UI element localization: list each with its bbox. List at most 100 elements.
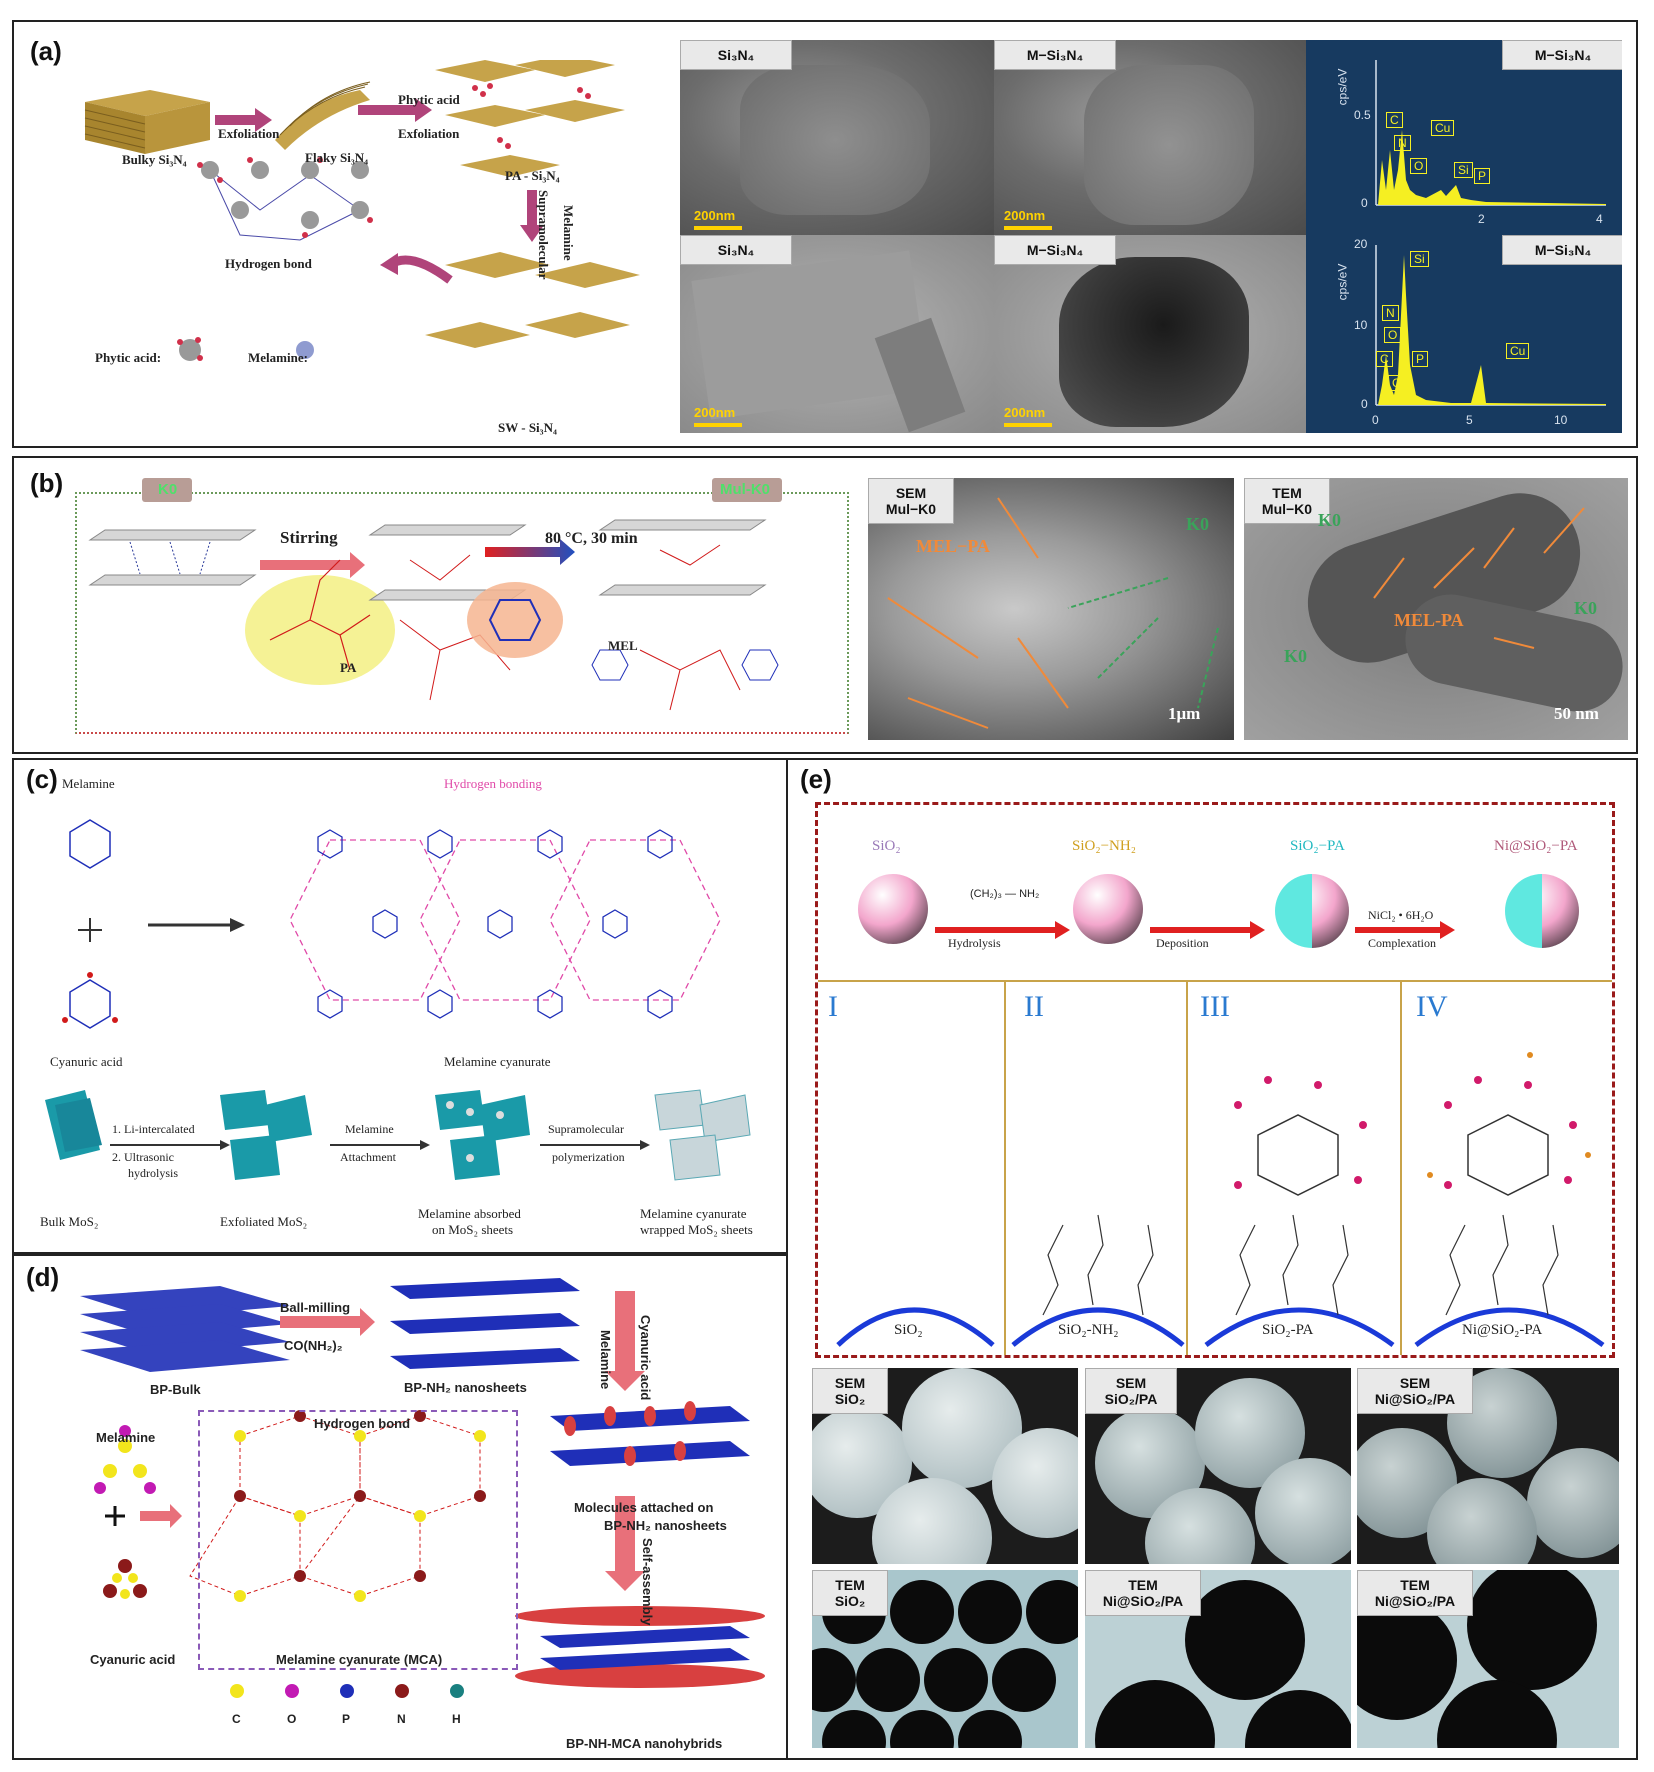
d-melamine-label: Melamine xyxy=(96,1430,156,1445)
panel-a xyxy=(12,20,1638,448)
eds-bottom-ytick-1: 10 xyxy=(1354,318,1368,332)
eds-top-xtick-0: 2 xyxy=(1478,212,1485,226)
d-urea: CO(NH₂)₂ xyxy=(284,1338,343,1353)
eds-top-peak-n: N xyxy=(1394,135,1411,151)
eds-top-peak-cu: Cu xyxy=(1431,120,1455,136)
panel-b-scheme xyxy=(88,519,779,711)
eds-bottom-peak-si: Si xyxy=(1410,251,1429,267)
d-bpnh2: BP-NH₂ nanosheets xyxy=(404,1380,527,1395)
e-divider-v2 xyxy=(1186,982,1188,1355)
panel-c-scheme xyxy=(62,819,721,1029)
eds-top-ytick-1: 0 xyxy=(1361,196,1368,210)
e-bottom-sio2: SiO₂ xyxy=(894,1322,923,1338)
c-step2a: Melamine xyxy=(345,1122,394,1136)
k0-badge xyxy=(142,478,192,502)
d-cyanuric-label: Cyanuric acid xyxy=(90,1652,176,1667)
bulky-stack xyxy=(84,90,210,154)
tag-tem-si3n4: Si₃N₄ xyxy=(680,235,792,265)
mca-box xyxy=(198,1410,518,1670)
e-tem-tag-2a: TEM xyxy=(1128,1577,1158,1593)
sem-mel-pa: MEL−PA xyxy=(916,536,990,556)
tag-tem-mulk0-1: TEM xyxy=(1272,485,1302,501)
tag-eds-top: M−Si₃N₄ xyxy=(1502,40,1622,70)
label-temp: 80 °C, 30 min xyxy=(545,530,638,547)
eds-bottom-xtick-0: 0 xyxy=(1372,413,1379,427)
e-sem-tag-1a: SEM xyxy=(834,1375,866,1391)
e-nicl2: NiCl₂ • 6H₂O xyxy=(1368,908,1434,922)
legend-h-dot xyxy=(450,1684,464,1698)
e-sem-tag-2a: SEM xyxy=(1115,1375,1147,1391)
e-roman-3: III xyxy=(1200,990,1230,1023)
eds-top: cps/eV 0.5 0 2 4 C N O Cu Si P M−Si₃N₄ xyxy=(1306,40,1622,235)
e-divider-h xyxy=(818,980,1612,982)
tag-eds-bottom: M−Si₃N₄ xyxy=(1502,235,1622,265)
legend-p-dot xyxy=(340,1684,354,1698)
k0-badge-text: K0 xyxy=(158,481,178,498)
tag-tem-mulk0-2: Mul−K0 xyxy=(1261,501,1313,517)
label-stirring: Stirring xyxy=(280,528,338,547)
label-phytic-acid: Phytic acid: xyxy=(95,350,162,365)
d-ballmill: Ball-milling xyxy=(280,1300,351,1315)
label-pa-b: PA xyxy=(340,660,357,675)
e-roman-4: IV xyxy=(1416,990,1448,1023)
e-deposition: Deposition xyxy=(1156,936,1209,950)
e-sem-tag-2b: SiO₂/PA xyxy=(1104,1391,1158,1407)
tem-m-si3n4: M−Si₃N₄ 200nm xyxy=(994,235,1306,433)
e-tem-tag-2b: Ni@SiO₂/PA xyxy=(1102,1593,1184,1609)
eds-bottom-ytick-0: 20 xyxy=(1354,237,1368,251)
c-mc: Melamine cyanurate xyxy=(444,1054,551,1069)
e-tem-tag-1a: TEM xyxy=(835,1577,865,1593)
d-attached2: BP-NH₂ nanosheets xyxy=(604,1518,727,1533)
c-step3b: polymerization xyxy=(552,1150,625,1164)
panel-a-letter: (a) xyxy=(30,36,62,66)
label-exfoliation-1: Exfoliation xyxy=(218,126,280,141)
legend-p: P xyxy=(342,1712,351,1726)
c-wrapped1: Melamine cyanurate xyxy=(640,1206,747,1221)
legend-n-dot xyxy=(395,1684,409,1698)
legend-o: O xyxy=(287,1712,297,1726)
label-bulky: Bulky Si₃N₄ xyxy=(122,152,187,167)
panel-a-scheme xyxy=(84,60,640,361)
e-nisio2pa: Ni@SiO₂−PA xyxy=(1494,838,1578,854)
d-selfassembly: Self-assembly xyxy=(640,1538,655,1626)
tem-k0-b: K0 xyxy=(1284,646,1308,666)
d-hybrid: BP-NH-MCA nanohybrids xyxy=(566,1736,723,1751)
c-absorbed1: Melamine absorbed xyxy=(418,1206,521,1221)
label-mel-b: MEL xyxy=(608,638,638,653)
d-cyan: Cyanuric acid xyxy=(638,1315,653,1401)
panel-e-letter: (e) xyxy=(800,764,832,794)
label-flaky: Flaky Si₃N₄ xyxy=(305,150,369,165)
tag-sem-mulk0-1: SEM xyxy=(895,485,927,501)
d-mel: Melamine xyxy=(598,1330,613,1390)
eds-top-ylabel: cps/eV xyxy=(1335,68,1350,106)
e-roman-1: I xyxy=(828,990,838,1023)
scalebar-tem-m-si3n4 xyxy=(1004,423,1052,427)
c-hbond: Hydrogen bonding xyxy=(444,776,542,791)
c-absorbed2: on MoS₂ sheets xyxy=(432,1222,514,1237)
e-bottom-sio2pa: SiO₂-PA xyxy=(1262,1322,1314,1338)
label-pa: PA - Si₃N₄ xyxy=(505,168,560,183)
e-divider-v1 xyxy=(1004,982,1006,1355)
e-arcs xyxy=(836,1052,1605,1348)
eds-bottom-peak-o: O xyxy=(1384,327,1402,343)
e-sio2pa: SiO₂−PA xyxy=(1290,838,1345,854)
eds-top-peak-c: C xyxy=(1386,112,1403,128)
panel-e xyxy=(786,758,1638,1760)
c-wrapped2: wrapped MoS₂ sheets xyxy=(640,1222,753,1237)
scale-tem-si3n4: 200nm xyxy=(694,405,736,420)
e-sem-tag-3a: SEM xyxy=(1399,1375,1431,1391)
eds-bottom-xtick-1: 5 xyxy=(1466,413,1473,427)
e-tem-tag-3a: TEM xyxy=(1400,1577,1430,1593)
mulk0-badge-text: Mul-K0 xyxy=(720,481,770,498)
tag-tem-m-si3n4: M−Si₃N₄ xyxy=(994,235,1116,265)
legend-o-dot xyxy=(285,1684,299,1698)
tag-sem-m-si3n4: M−Si₃N₄ xyxy=(994,40,1116,70)
panel-b-scheme-frame xyxy=(75,492,849,734)
c-step1a: 1. Li-intercalated xyxy=(112,1122,195,1136)
legend-c-dot xyxy=(230,1684,244,1698)
tag-tem-mulk0: TEM Mul−K0 xyxy=(1244,478,1330,524)
